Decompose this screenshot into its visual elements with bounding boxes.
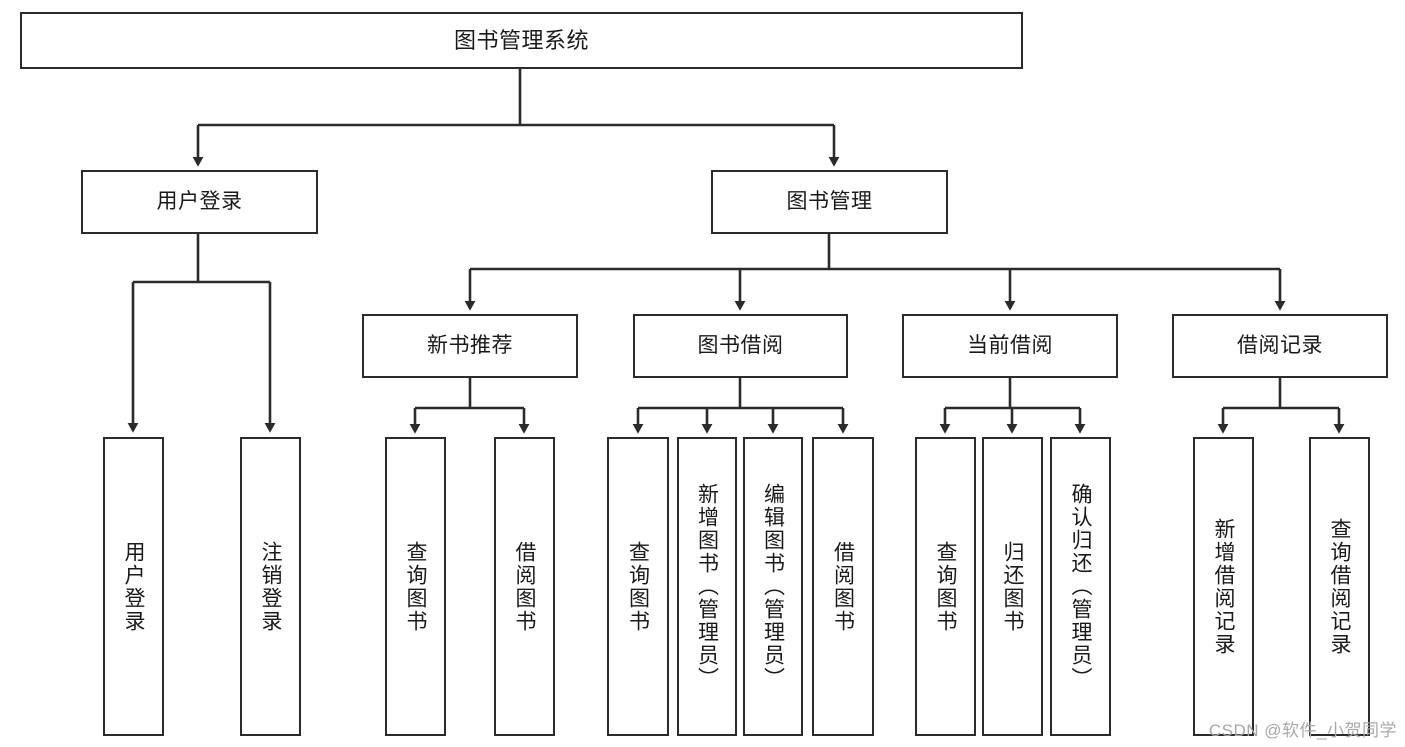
node-leaf-query-book-3[interactable]: 查询图书 (915, 437, 976, 736)
node-label: 确认归还（管理员） (1069, 483, 1092, 690)
node-leaf-return-book[interactable]: 归还图书 (982, 437, 1043, 736)
node-user-login[interactable]: 用户登录 (81, 170, 318, 234)
node-label: 图书借阅 (697, 333, 784, 357)
node-label: 用户登录 (122, 540, 145, 633)
node-label: 借阅记录 (1237, 333, 1323, 357)
node-label: 查询图书 (934, 540, 957, 633)
node-leaf-borrow-book-1[interactable]: 借阅图书 (494, 437, 555, 736)
node-label: 图书管理系统 (453, 27, 589, 53)
node-book-manage[interactable]: 图书管理 (711, 170, 948, 234)
node-book-borrow[interactable]: 图书借阅 (633, 314, 848, 378)
node-label: 注销登录 (259, 540, 282, 633)
node-label: 查询图书 (626, 540, 650, 633)
node-borrow-record[interactable]: 借阅记录 (1172, 314, 1388, 378)
node-leaf-borrow-book-2[interactable]: 借阅图书 (812, 437, 874, 736)
node-leaf-user-login[interactable]: 用户登录 (103, 437, 164, 736)
node-leaf-logout-login[interactable]: 注销登录 (240, 437, 301, 736)
node-label: 新增图书（管理员） (695, 483, 719, 690)
node-label: 编辑图书（管理员） (761, 483, 785, 690)
node-leaf-query-book-1[interactable]: 查询图书 (385, 437, 446, 736)
node-leaf-query-record[interactable]: 查询借阅记录 (1309, 437, 1370, 736)
node-leaf-query-book-2[interactable]: 查询图书 (607, 437, 669, 736)
node-label: 新书推荐 (427, 333, 513, 357)
node-label: 归还图书 (1001, 540, 1024, 633)
node-new-book-recommend[interactable]: 新书推荐 (362, 314, 578, 378)
node-label: 新增借阅记录 (1212, 517, 1235, 656)
node-leaf-confirm-return[interactable]: 确认归还（管理员） (1050, 437, 1111, 736)
node-label: 用户登录 (156, 189, 243, 213)
node-label: 查询借阅记录 (1328, 517, 1351, 656)
node-current-borrow[interactable]: 当前借阅 (902, 314, 1118, 378)
node-label: 图书管理 (786, 189, 873, 213)
node-leaf-add-book[interactable]: 新增图书（管理员） (677, 437, 737, 736)
node-root-book-management-system[interactable]: 图书管理系统 (20, 12, 1023, 69)
node-leaf-add-record[interactable]: 新增借阅记录 (1193, 437, 1254, 736)
node-label: 借阅图书 (513, 540, 536, 633)
node-label: 借阅图书 (831, 540, 855, 633)
node-label: 当前借阅 (967, 333, 1053, 357)
node-leaf-edit-book[interactable]: 编辑图书（管理员） (743, 437, 803, 736)
node-label: 查询图书 (404, 540, 427, 633)
